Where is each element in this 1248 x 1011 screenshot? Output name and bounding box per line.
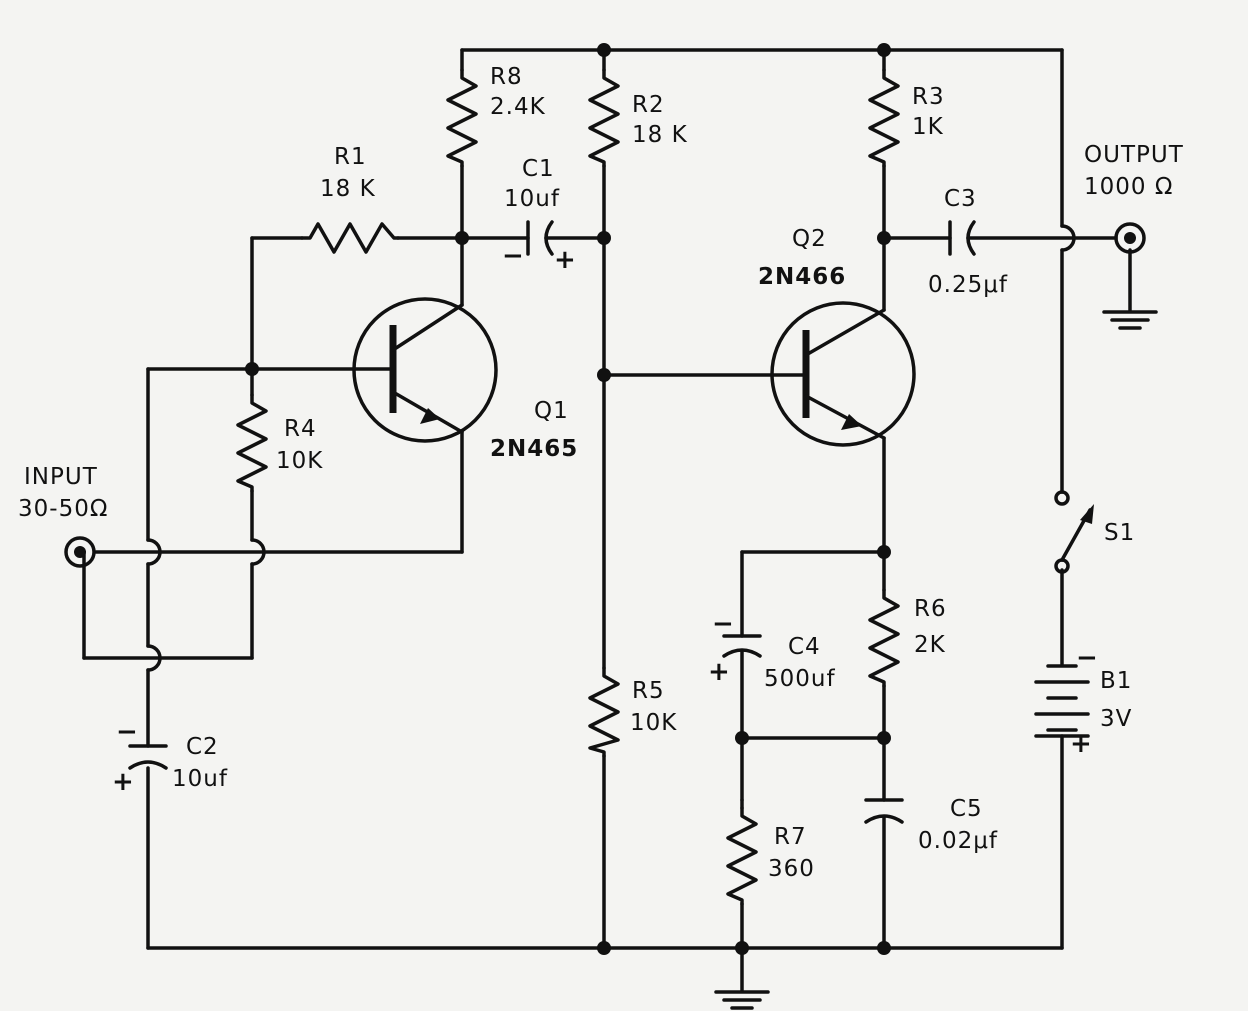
main-ground-symbol	[714, 990, 770, 1010]
c4-capacitor	[722, 634, 762, 658]
c2-value: 10uf	[172, 766, 228, 792]
capacitors	[128, 220, 976, 824]
q1-type: 2N465	[490, 436, 578, 462]
r2-value: 18 K	[632, 122, 688, 148]
c5-value: 0.02μf	[918, 828, 998, 854]
r1-value: 18 K	[320, 176, 376, 202]
b1-plus: +	[1070, 729, 1092, 759]
r2-label: R2	[632, 92, 665, 118]
r6-label: R6	[914, 596, 947, 622]
r7-value: 360	[768, 856, 815, 882]
s1-label: S1	[1104, 520, 1135, 546]
r7-resistor	[726, 806, 758, 906]
c4-label: C4	[788, 634, 821, 660]
c1-value: 10uf	[504, 186, 560, 212]
c3-capacitor	[948, 220, 976, 256]
b1-battery	[1034, 664, 1090, 738]
input-impedance: 30-50Ω	[18, 496, 108, 522]
wires	[82, 48, 1132, 992]
r6-value: 2K	[914, 632, 946, 658]
q2-type: 2N466	[758, 264, 846, 290]
r7-label: R7	[774, 824, 807, 850]
c1-label: C1	[522, 156, 555, 182]
r8-resistor	[446, 68, 478, 168]
r4-resistor	[236, 393, 268, 493]
c3-label: C3	[944, 186, 977, 212]
c5-label: C5	[950, 796, 983, 822]
r4-label: R4	[284, 416, 317, 442]
output-jack	[1114, 222, 1146, 254]
c4-plus: +	[708, 657, 730, 687]
r6-resistor	[868, 588, 900, 688]
c4-minus: −	[712, 609, 734, 639]
input-jack	[64, 536, 96, 568]
input-label: INPUT	[24, 464, 98, 490]
c1-plus: +	[554, 245, 576, 275]
r3-label: R3	[912, 84, 945, 110]
r1-resistor	[300, 222, 400, 254]
c2-minus: −	[116, 717, 138, 747]
r4-value: 10K	[276, 448, 323, 474]
output-ground-symbol	[1102, 310, 1158, 330]
b1-minus: −	[1076, 643, 1098, 673]
c2-plus: +	[112, 767, 134, 797]
r2-resistor	[588, 68, 620, 168]
r8-value: 2.4K	[490, 94, 546, 120]
c2-capacitor	[128, 744, 168, 770]
q1-label: Q1	[534, 398, 569, 424]
output-impedance: 1000 Ω	[1084, 174, 1173, 200]
c1-capacitor	[526, 220, 554, 256]
r8-label: R8	[490, 64, 523, 90]
resistors	[236, 68, 900, 906]
r3-value: 1K	[912, 114, 944, 140]
b1-label: B1	[1100, 668, 1132, 694]
c4-value: 500uf	[764, 666, 836, 692]
output-label: OUTPUT	[1084, 142, 1184, 168]
c2-label: C2	[186, 734, 219, 760]
c3-value: 0.25μf	[928, 272, 1008, 298]
junction-dots	[245, 43, 891, 955]
labels: R8 2.4K R2 18 K R3 1K R1 18 K C1 10uf − …	[18, 64, 1184, 882]
r5-resistor	[588, 666, 620, 758]
c1-minus: −	[502, 241, 524, 271]
q1-transistor	[352, 297, 498, 443]
q2-label: Q2	[792, 226, 827, 252]
r3-resistor	[868, 68, 900, 168]
c5-capacitor	[864, 798, 904, 824]
r5-label: R5	[632, 678, 665, 704]
q2-transistor	[770, 301, 916, 447]
r5-value: 10K	[630, 710, 677, 736]
s1-switch	[1054, 490, 1094, 574]
r1-label: R1	[334, 144, 367, 170]
b1-value: 3V	[1100, 706, 1132, 732]
